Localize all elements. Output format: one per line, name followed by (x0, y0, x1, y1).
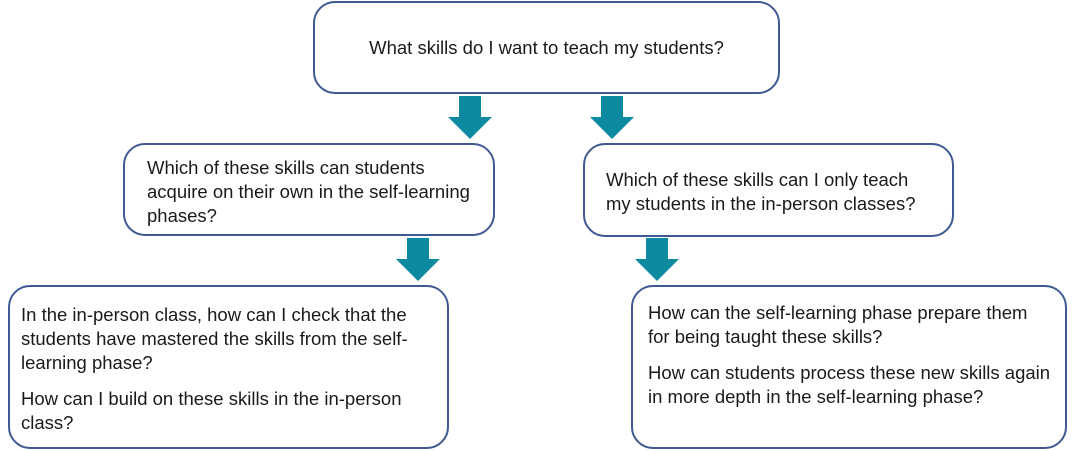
node-bottom-left-text-1: In the in-person class, how can I check … (21, 304, 408, 373)
node-mid-right-text: Which of these skills can I only teach m… (606, 169, 916, 214)
node-mid-left-text: Which of these skills can students acqui… (147, 157, 470, 226)
node-in-person-skills: Which of these skills can I only teach m… (583, 143, 954, 237)
arrow-down-icon (635, 238, 679, 281)
arrow-down-icon (396, 238, 440, 281)
node-self-learning-skills: Which of these skills can students acqui… (123, 143, 495, 236)
node-bottom-right-text-1: How can the self-learning phase prepare … (648, 302, 1028, 347)
node-top-text: What skills do I want to teach my studen… (369, 36, 724, 58)
arrow-down-icon (590, 96, 634, 139)
node-bottom-left-text-2: How can I build on these skills in the i… (21, 388, 402, 433)
node-bottom-right-text-2: How can students process these new skill… (648, 362, 1051, 407)
node-top-question: What skills do I want to teach my studen… (313, 1, 780, 94)
arrow-down-icon (448, 96, 492, 139)
node-prepare-and-process: How can the self-learning phase prepare … (631, 285, 1067, 449)
node-check-and-build: In the in-person class, how can I check … (8, 285, 449, 449)
